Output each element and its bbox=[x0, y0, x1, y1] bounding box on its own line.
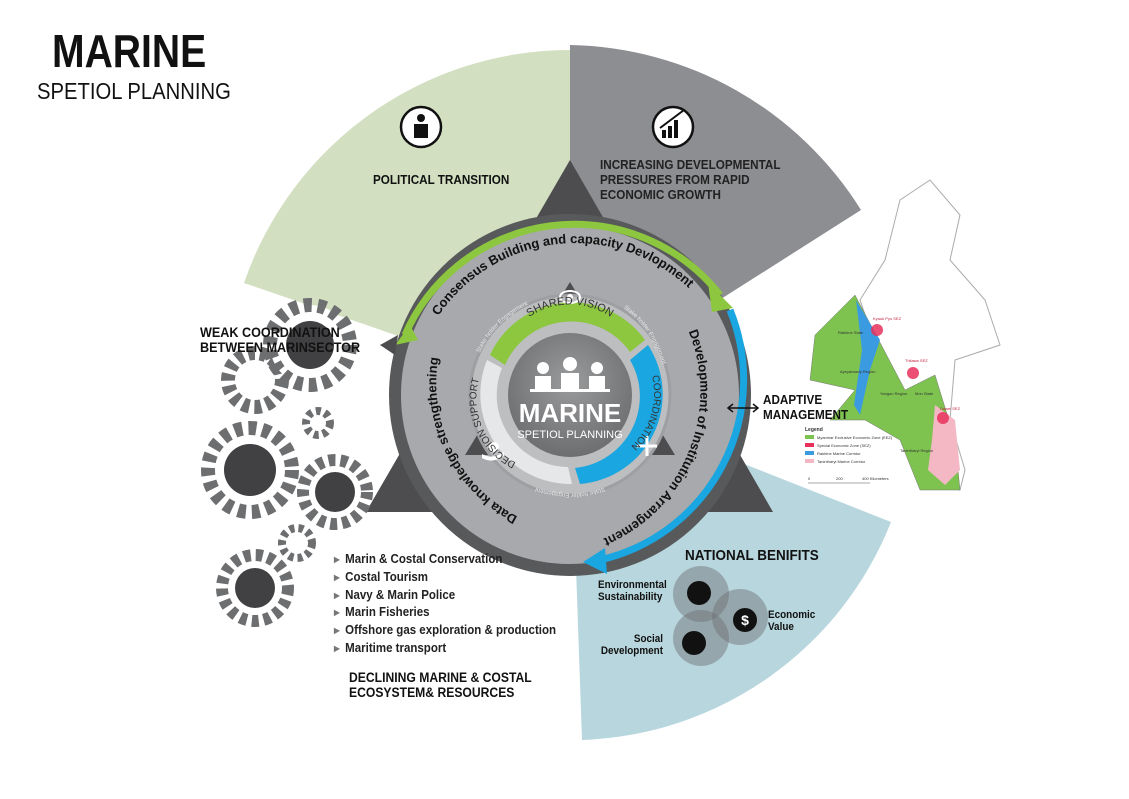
map-legend: Legend Myanmar Exclusive Economic Zone (… bbox=[805, 427, 893, 484]
list-item: Marin Fisheries bbox=[334, 605, 556, 623]
legend-item: Special Economic Zone (SEZ) bbox=[817, 443, 871, 448]
hand-gear-icon bbox=[482, 442, 504, 461]
shared-vision-arc bbox=[490, 302, 645, 365]
double-arrow-icon bbox=[726, 403, 760, 413]
scale-0: 0 bbox=[808, 476, 811, 481]
ship-icon bbox=[224, 444, 276, 496]
police-icon bbox=[286, 321, 334, 369]
institution-arrowhead bbox=[583, 548, 607, 574]
center-subtitle: SPETIOL PLANNING bbox=[517, 429, 622, 441]
list-item: Marin & Costal Conservation bbox=[334, 552, 556, 570]
map-label-tanintharyi: Tanintharyi Region bbox=[900, 448, 933, 453]
consensus-arrow bbox=[401, 220, 723, 337]
dollar-icon bbox=[733, 608, 757, 632]
institution-arrow bbox=[599, 308, 748, 564]
consensus-arrowhead bbox=[708, 283, 733, 312]
leaf-hand-icon bbox=[687, 581, 711, 605]
legend-item: Tanintharyi Marine Corridor bbox=[817, 459, 866, 464]
traveler-icon bbox=[235, 568, 275, 608]
map-label-ayeyarwady: Ayeyarwady Region bbox=[840, 369, 876, 374]
center-title: MARINE bbox=[519, 398, 622, 428]
coordination-arc bbox=[575, 345, 663, 484]
map-label-mon: Mon State bbox=[915, 391, 934, 396]
sector-list: Marin & Costal Conservation Costal Touri… bbox=[334, 552, 575, 659]
list-item: Costal Tourism bbox=[334, 570, 556, 588]
list-item: Maritime transport bbox=[334, 641, 556, 659]
myanmar-map bbox=[809, 179, 1001, 491]
map-label-kyauk: Kyauk Pyu SEZ bbox=[873, 316, 902, 321]
truck-icon bbox=[315, 472, 355, 512]
legend-item: Myanmar Exclusive Economic Zone (EEZ) bbox=[817, 435, 893, 440]
map-label-yangon: Yangon Region bbox=[880, 391, 907, 396]
list-item: Offshore gas exploration & production bbox=[334, 623, 556, 641]
eye-icon bbox=[559, 290, 581, 304]
svg-text:$: $ bbox=[741, 612, 749, 628]
gear-icon bbox=[302, 407, 334, 439]
consensus-tail bbox=[395, 325, 418, 345]
political-transition-label: POLITICAL TRANSITION bbox=[373, 172, 510, 187]
politician-icon bbox=[399, 105, 443, 149]
legend-title: Legend bbox=[805, 427, 823, 433]
legend-item: Rakhine Marine Corridor bbox=[817, 451, 861, 456]
growth-chart-icon bbox=[651, 105, 695, 149]
scale-200: 200 bbox=[836, 476, 843, 481]
national-benefits-title: NATIONAL BENIFITS bbox=[685, 547, 819, 564]
move-arrows-icon bbox=[637, 436, 657, 456]
page-title: MARINE bbox=[52, 25, 207, 77]
page-subtitle: SPETIOL PLANNING bbox=[37, 78, 231, 104]
map-label-thilawa: Thilawa SEZ bbox=[905, 358, 928, 363]
scale-400: 400 Kilometers bbox=[862, 476, 889, 481]
map-label-rakhine: Rakhine State bbox=[838, 330, 864, 335]
globe-icon bbox=[682, 631, 706, 655]
meeting-people-icon bbox=[530, 357, 610, 392]
list-item: Navy & Marin Police bbox=[334, 588, 556, 606]
gear-icon bbox=[278, 524, 316, 562]
map-label-dawei: Dawei SEZ bbox=[940, 406, 961, 411]
left-triangle-tip bbox=[380, 335, 398, 355]
